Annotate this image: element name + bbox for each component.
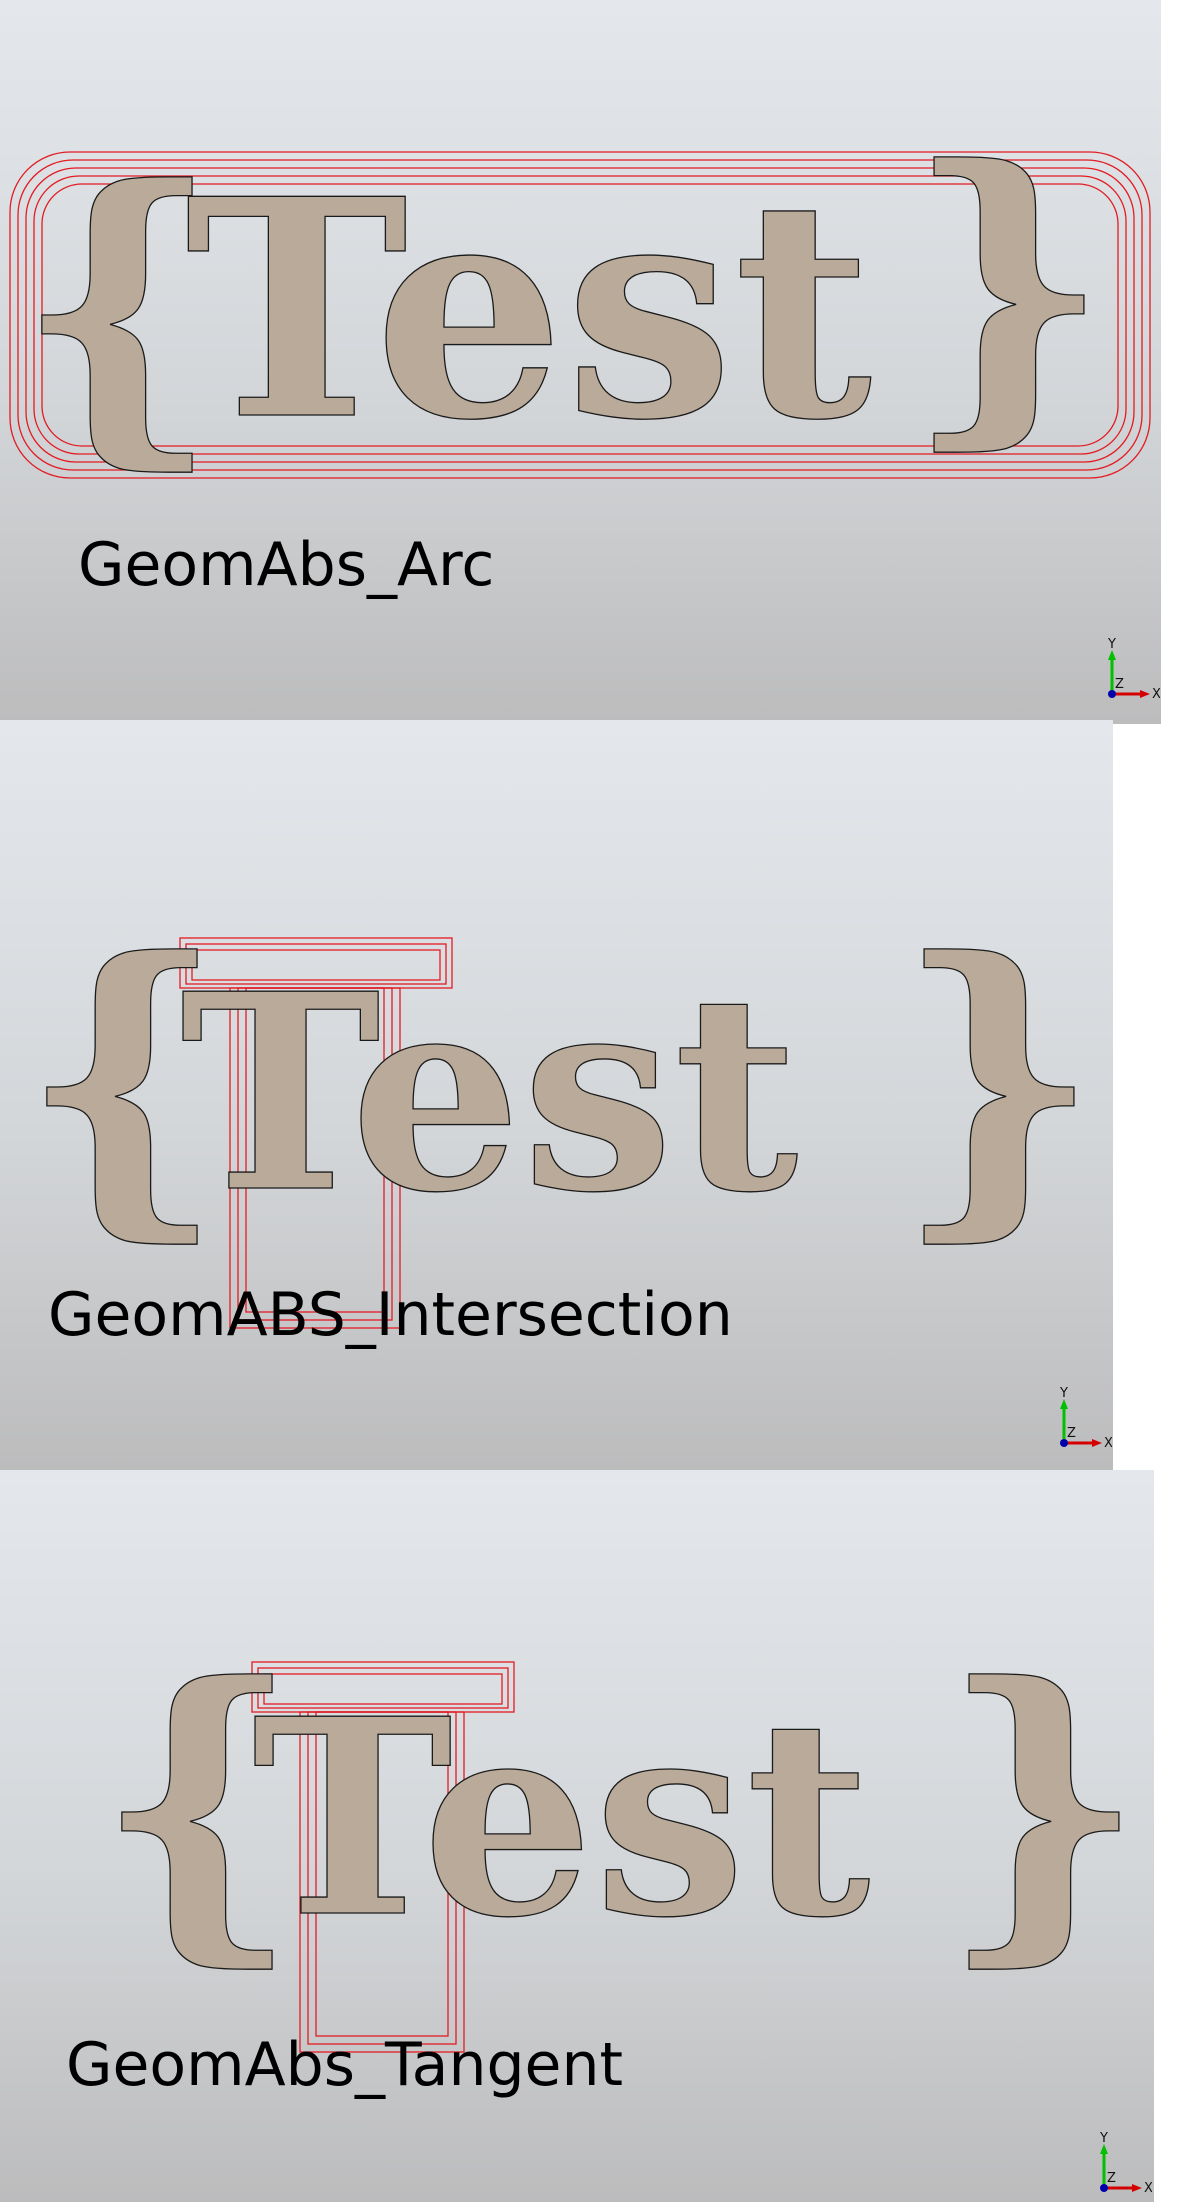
axis-z-label: Z [1115, 677, 1124, 692]
shape-text: Test [180, 934, 800, 1252]
axis-x-label: X [1152, 687, 1160, 702]
viewport-tangent[interactable]: { Test } GeomAbs_Tangent Y X Z [0, 1470, 1154, 2202]
offset-curves [9, 151, 1151, 479]
shape-close-brace: } [895, 893, 1101, 1268]
shape-open-brace: { [15, 121, 221, 496]
axis-x-label: X [1104, 1436, 1112, 1451]
shape-text: Test [185, 133, 874, 486]
offset-scene: { Test } [9, 100, 1151, 497]
axis-triedron: Y X Z [1099, 2131, 1152, 2196]
offset-scene: { Test } [94, 1617, 1146, 2053]
viewport-intersection[interactable]: { Test } GeomABS_Intersection Y X Z [0, 720, 1113, 1470]
axis-z-label: Z [1107, 2171, 1116, 2186]
axis-y-label: Y [1099, 2131, 1108, 2146]
offset-curves [179, 937, 453, 1329]
shape-open-brace: { [20, 893, 226, 1268]
shape-open-brace: { [95, 1618, 301, 1993]
offset-scene: { Test } [19, 892, 1101, 1329]
axis-z-label: Z [1067, 1426, 1076, 1441]
shape-close-brace: } [940, 1618, 1146, 1993]
shape-text: Test [252, 1659, 872, 1977]
axis-y-label: Y [1059, 1386, 1068, 1401]
viewport-arc[interactable]: { Test } GeomAbs_Arc Y X Z [0, 0, 1161, 724]
axis-x-label: X [1144, 2181, 1152, 2196]
viewport-label-tangent: GeomAbs_Tangent [66, 2030, 624, 2100]
axis-triedron: Y X Z [1059, 1386, 1112, 1451]
offset-curves [251, 1661, 515, 2053]
viewport-label-intersection: GeomABS_Intersection [48, 1280, 733, 1350]
axis-y-label: Y [1107, 637, 1116, 652]
axis-triedron: Y X Z [1107, 637, 1160, 702]
shape-close-brace: } [905, 101, 1111, 476]
viewport-label-arc: GeomAbs_Arc [78, 530, 495, 600]
